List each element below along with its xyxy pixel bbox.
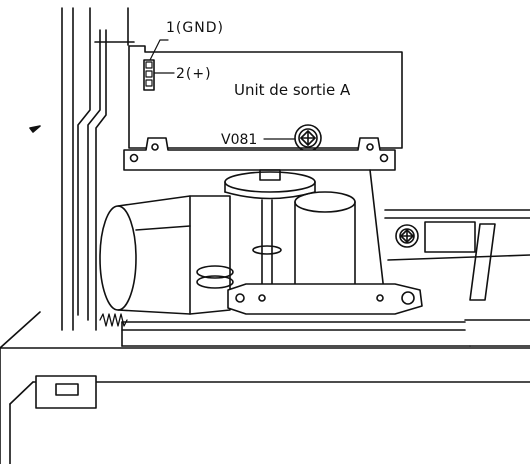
output-unit-board: [128, 45, 403, 149]
pin1-gnd-label: 1(GND): [166, 20, 224, 36]
pin-connector: [143, 59, 155, 91]
stray-mark: [29, 125, 41, 133]
leader-lines: [149, 39, 296, 140]
left-frame-rails: [61, 7, 135, 331]
lower-bracket: [227, 283, 423, 315]
pin2-plus-label: 2(+): [176, 66, 212, 82]
mounting-bracket: [123, 137, 396, 171]
motor: [99, 195, 234, 315]
v081-screw: [294, 124, 322, 152]
base-chassis: [0, 311, 530, 464]
v081-label: V081: [221, 132, 258, 148]
unit-title-label: Unit de sortie A: [234, 81, 351, 99]
guide-rail: [121, 319, 530, 347]
shaft: [252, 199, 282, 291]
pulley: [224, 169, 316, 200]
spring: [99, 313, 128, 327]
